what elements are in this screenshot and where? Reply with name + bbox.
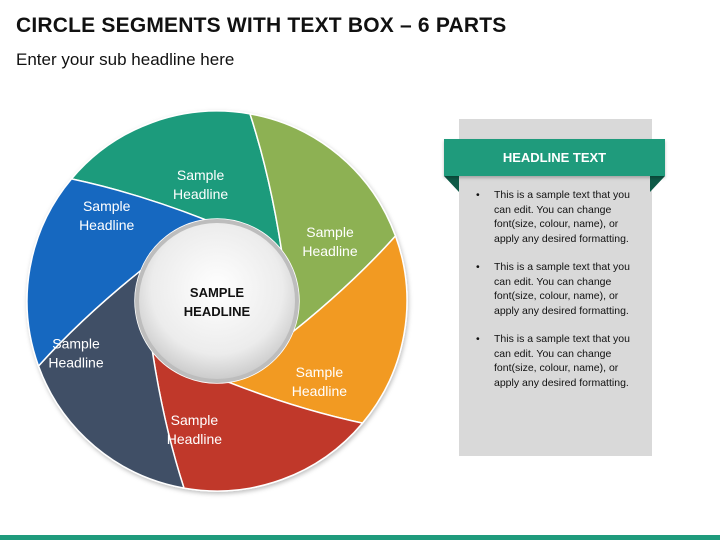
segment-label-line2: Headline — [292, 383, 347, 399]
center-label-line2: HEADLINE — [184, 304, 251, 319]
segment-label-line2: Headline — [173, 186, 228, 202]
bullet-text: This is a sample text that you can edit.… — [494, 189, 630, 245]
segment-label-line1: Sample — [52, 335, 100, 351]
segment-label-line1: Sample — [83, 198, 131, 214]
segment-label-line1: Sample — [177, 167, 225, 183]
bullet-icon: • — [476, 189, 480, 201]
page-title: CIRCLE SEGMENTS WITH TEXT BOX – 6 PARTS — [16, 14, 507, 37]
page-subtitle: Enter your sub headline here — [16, 50, 235, 69]
circle-segment-6 — [26, 178, 209, 368]
banner-fold-right — [650, 176, 665, 192]
center-circle — [139, 223, 295, 379]
bullet-item: • This is a sample text that you can edit… — [476, 332, 646, 390]
text-box-headline: HEADLINE TEXT — [444, 139, 665, 176]
segment-label-line1: Sample — [296, 364, 344, 380]
bullet-icon: • — [476, 333, 480, 345]
bullet-text: This is a sample text that you can edit.… — [494, 261, 630, 317]
bottom-accent-bar — [0, 535, 720, 540]
bullet-text: This is a sample text that you can edit.… — [494, 333, 630, 389]
segment-label-line2: Headline — [79, 217, 134, 233]
bullet-icon: • — [476, 261, 480, 273]
center-label-line1: SAMPLE — [190, 285, 245, 300]
segment-label-line2: Headline — [48, 354, 103, 370]
segment-label-line1: Sample — [306, 224, 354, 240]
text-box-headline-label: HEADLINE TEXT — [502, 150, 607, 165]
bullet-item: • This is a sample text that you can edit… — [476, 188, 646, 246]
banner-fold-left — [444, 176, 459, 192]
bullet-item: • This is a sample text that you can edit… — [476, 260, 646, 318]
segment-label-line2: Headline — [167, 431, 222, 447]
segment-label-line1: Sample — [171, 412, 219, 428]
segment-label-line2: Headline — [302, 243, 357, 259]
bullet-list: • This is a sample text that you can edit… — [476, 188, 646, 404]
